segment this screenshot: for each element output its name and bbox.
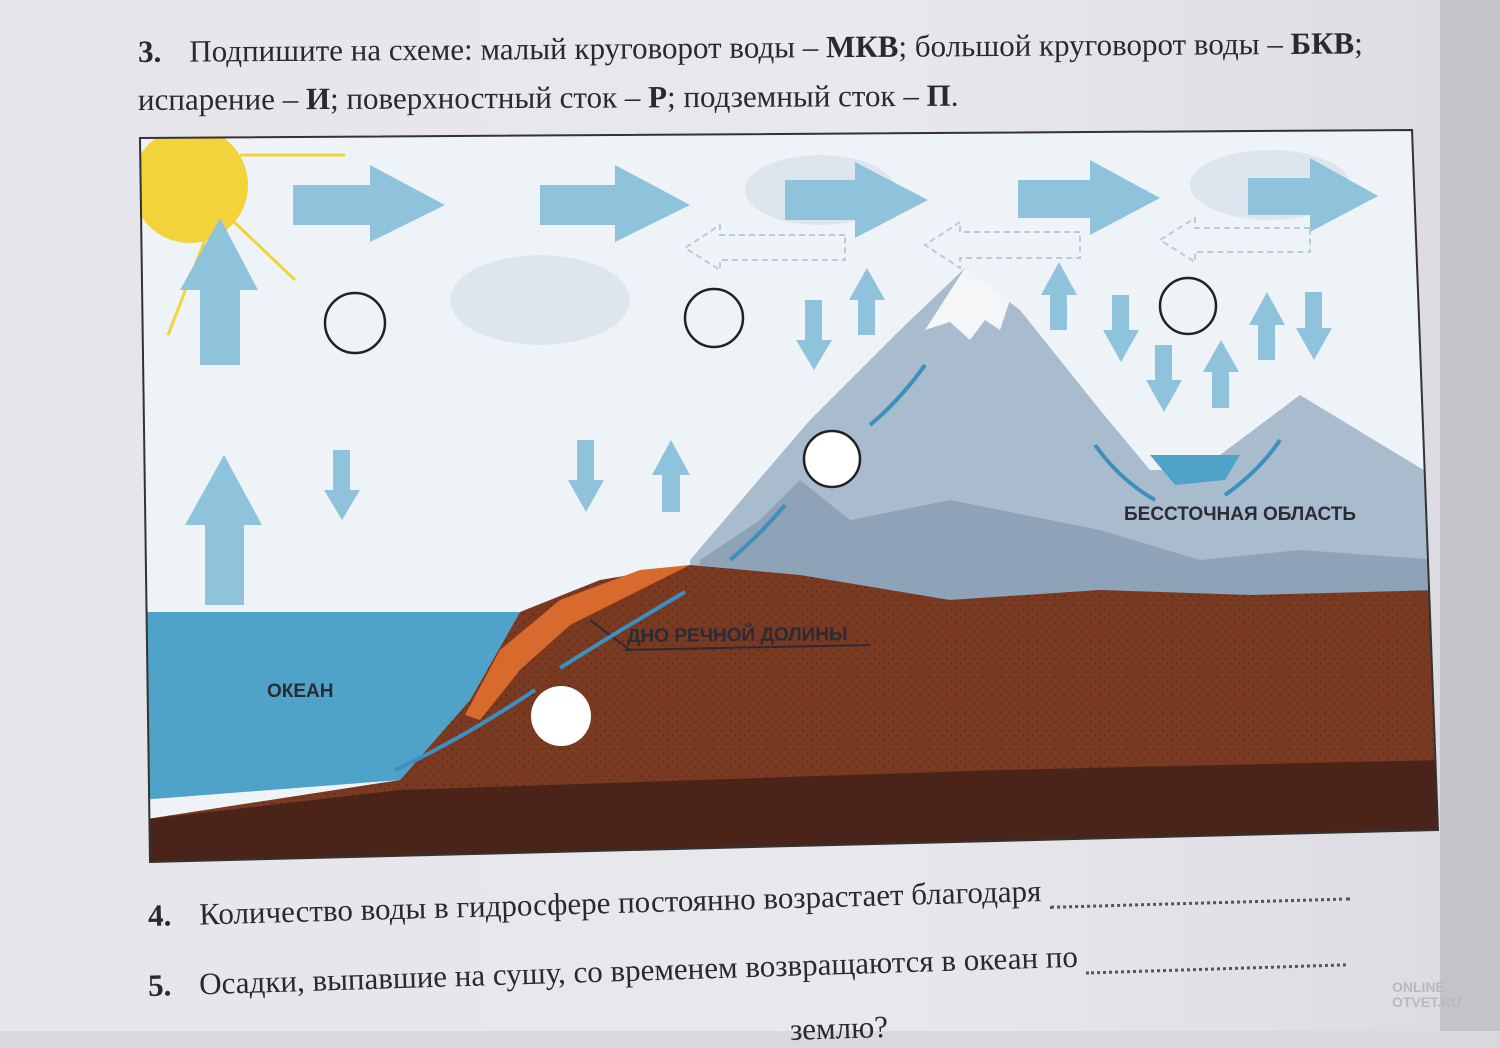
diagram-frame — [138, 128, 1440, 864]
ocean — [140, 612, 520, 800]
sun-icon — [140, 130, 345, 336]
wind-arrows — [293, 158, 1378, 242]
task-text: землю? — [789, 1008, 889, 1047]
label-endorheic-area: БЕССТОЧНАЯ ОБЛАСТЬ — [1124, 504, 1356, 525]
answer-circle-underground — [531, 686, 591, 746]
answer-circles — [323, 276, 1218, 489]
page-edge — [1440, 0, 1500, 1031]
runoff-arrows — [394, 363, 1282, 772]
vertical-arrows — [180, 218, 1332, 605]
mountain-foot — [700, 480, 1438, 620]
snow-cap — [925, 268, 1010, 340]
label-ocean: ОКЕАН — [267, 681, 334, 702]
lake — [1150, 455, 1240, 485]
task-number: 5. — [147, 967, 172, 1003]
watermark: ONLINE OTVET.RU — [1392, 980, 1461, 1010]
label-river-valley-bottom: ДНО РЕЧНОЙ ДОЛИНЫ — [626, 624, 848, 647]
watermark-line: OTVET.RU — [1392, 994, 1462, 1010]
return-arrows — [683, 216, 1311, 272]
river-valley — [465, 565, 690, 720]
task-number: 4. — [147, 897, 172, 933]
task-6-fragment: землю? — [789, 1009, 888, 1048]
watermark-line: ONLINE — [1392, 979, 1445, 995]
